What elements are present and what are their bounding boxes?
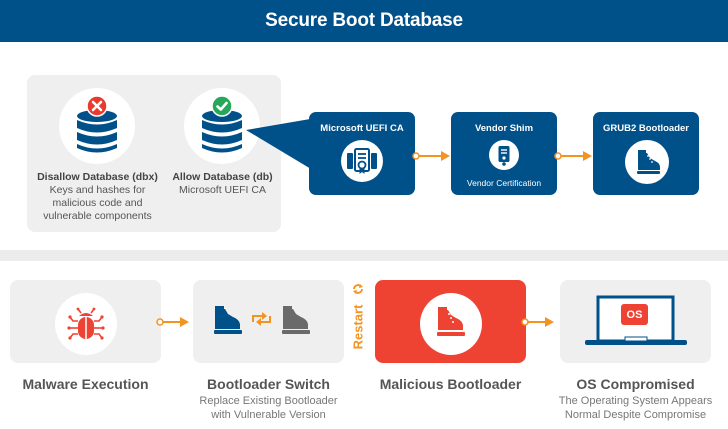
db-desc-line: Keys and hashes for [49,184,146,196]
title-bar: Secure Boot Database [0,0,728,42]
chain-box-title: GRUB2 Bootloader [602,123,690,134]
step-desc-line: with Vulnerable Version [211,408,326,421]
refresh-icon [353,284,363,294]
chain-box-title: Vendor Shim [474,123,534,134]
step-title: OS Compromised [576,376,695,392]
chain-box-grub2-bootloader: GRUB2 Bootloader [593,112,699,195]
bug-icon [67,307,105,340]
db-desc-line: vulnerable components [43,210,152,222]
step-card-malware-execution [10,280,161,363]
icon-circle [625,140,669,184]
disallow-database-label: Disallow Database (dbx) Keys and hashes … [37,171,158,222]
icon-circle [55,293,117,355]
arrow-icon [521,317,554,327]
step-title: Bootloader Switch [207,376,330,392]
boot-icon [437,307,465,336]
restart-label: Restart [350,304,366,350]
chain-box-title: Microsoft UEFI CA [320,123,404,134]
db-tag: db [256,171,270,183]
step-description: Replace Existing Bootloader with Vulnera… [180,395,357,422]
step-desc-line: Replace Existing Bootloader [199,395,338,407]
check-circle-icon [211,95,233,117]
disallow-database-icon-wrap [59,88,135,164]
icon-circle [489,140,519,170]
section-divider [0,250,728,261]
vendor-certificate-icon [498,146,510,166]
page-title: Secure Boot Database [265,10,463,31]
database-icon [77,110,117,153]
chain-box-subtitle: Vendor Certification [466,178,542,188]
chain-box-microsoft-uefi-ca: Microsoft UEFI CA [309,112,415,195]
os-badge: OS [621,304,648,325]
db-desc-line: Microsoft UEFI CA [179,184,266,196]
boot-swap-icon [214,306,310,334]
db-tag: dbx [135,171,155,183]
boot-icon [637,150,660,174]
step-title: Malicious Bootloader [379,376,522,392]
icon-circle [420,293,482,355]
step-card-malicious-bootloader [375,280,526,363]
arrow-icon [554,151,592,161]
x-circle-icon [86,95,108,117]
arrow-icon [156,317,189,327]
certificate-icon [347,148,377,174]
arrow-icon [412,151,450,161]
step-card-os-compromised: OS [560,280,711,363]
db-name: Disallow Database [37,171,130,183]
step-description: The Operating System Appears Normal Desp… [545,395,726,422]
chain-box-vendor-shim: Vendor Shim Vendor Certification [451,112,557,195]
allow-database-label: Allow Database (db) Microsoft UEFI CA [172,171,273,196]
db-desc-line: malicious code and [52,197,143,209]
step-desc-line: Normal Despite Compromise [564,408,707,421]
allow-database-icon-wrap [184,88,260,164]
restart-indicator: Restart [347,283,369,363]
step-desc-line: The Operating System Appears [558,395,713,407]
step-card-bootloader-switch [193,280,344,363]
db-name: Allow Database [172,171,250,183]
icon-circle [341,140,383,182]
step-title: Malware Execution [22,376,149,392]
